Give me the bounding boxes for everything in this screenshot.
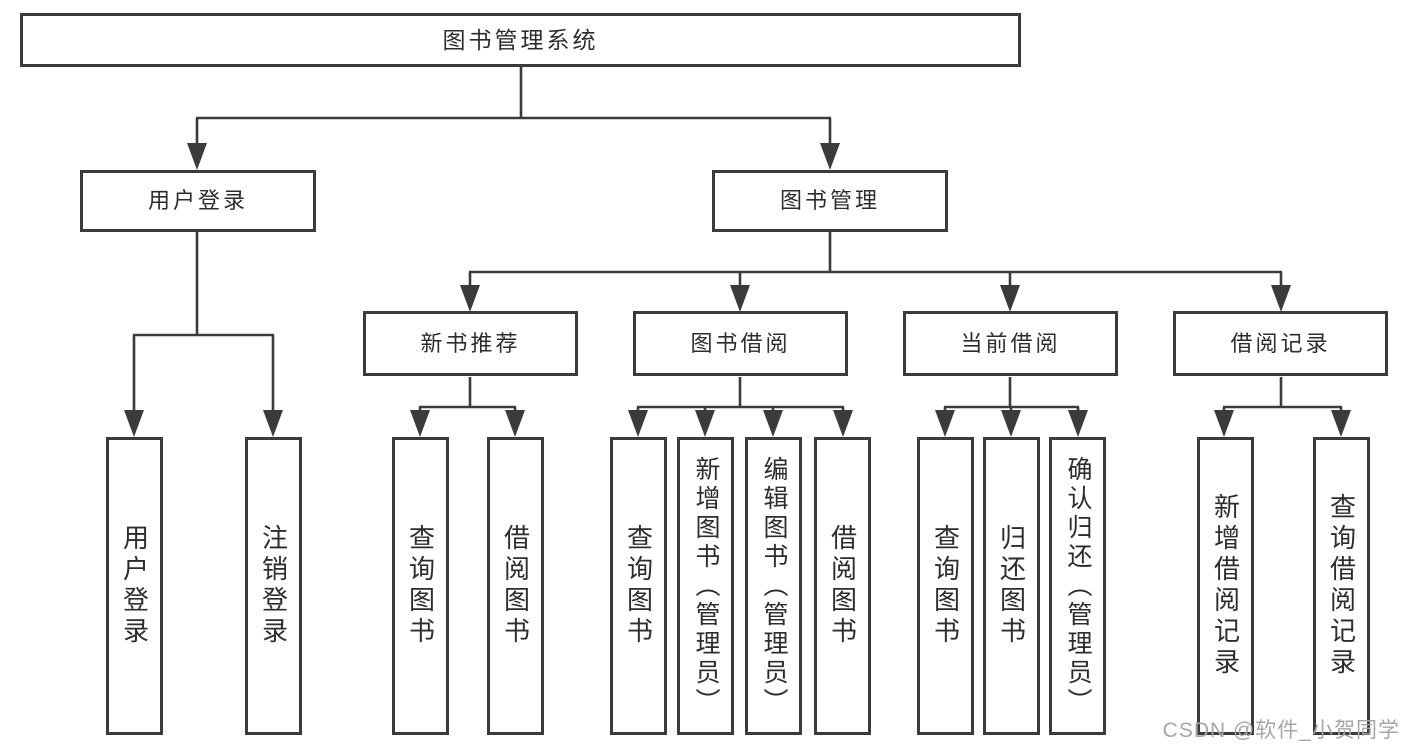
leaf-add-books-admin: 新增图书（管理员） [677, 437, 734, 735]
leaf-add-books-admin-label: 新增图书（管理员） [692, 455, 720, 717]
leaf-return-books: 归还图书 [983, 437, 1040, 735]
node-book-management: 图书管理 [712, 170, 948, 232]
leaf-recommend-query-books-label: 查询图书 [405, 524, 436, 648]
leaf-user-login-label: 用户登录 [119, 524, 150, 648]
leaf-borrow-books-label: 借阅图书 [827, 524, 858, 648]
leaf-current-query-books: 查询图书 [917, 437, 974, 735]
node-book-management-label: 图书管理 [779, 188, 880, 213]
leaf-current-query-books-label: 查询图书 [930, 524, 961, 648]
leaf-confirm-return-admin-label: 确认归还（管理员） [1064, 455, 1092, 717]
leaf-recommend-borrow-books-label: 借阅图书 [500, 524, 531, 648]
arrowheads [124, 143, 1351, 437]
node-book-borrow-label: 图书借阅 [690, 330, 791, 356]
leaf-logout: 注销登录 [245, 437, 302, 735]
leaf-add-borrow-record-label: 新增借阅记录 [1210, 493, 1241, 679]
node-borrow-records-label: 借阅记录 [1230, 330, 1331, 356]
node-new-book-recommend: 新书推荐 [363, 311, 578, 376]
leaf-query-borrow-record: 查询借阅记录 [1313, 437, 1370, 735]
leaf-return-books-label: 归还图书 [996, 524, 1027, 648]
node-new-book-recommend-label: 新书推荐 [420, 330, 521, 356]
leaf-recommend-query-books: 查询图书 [392, 437, 449, 735]
leaf-recommend-borrow-books: 借阅图书 [487, 437, 544, 735]
leaf-edit-books-admin-label: 编辑图书（管理员） [760, 455, 788, 717]
node-current-borrow-label: 当前借阅 [960, 330, 1061, 356]
leaf-query-borrow-record-label: 查询借阅记录 [1326, 493, 1357, 679]
node-user-login: 用户登录 [80, 170, 316, 232]
leaf-user-login: 用户登录 [106, 437, 163, 735]
node-borrow-records: 借阅记录 [1173, 311, 1388, 376]
node-library-management-system: 图书管理系统 [20, 13, 1021, 67]
csdn-watermark: CSDN @软件_小贺同学 [1162, 719, 1400, 742]
leaf-logout-label: 注销登录 [258, 524, 289, 648]
node-library-management-system-label: 图书管理系统 [442, 26, 599, 53]
leaf-borrow-query-books: 查询图书 [610, 437, 667, 735]
leaf-borrow-books: 借阅图书 [814, 437, 871, 735]
node-current-borrow: 当前借阅 [903, 311, 1118, 376]
leaf-borrow-query-books-label: 查询图书 [623, 524, 654, 648]
node-user-login-label: 用户登录 [147, 188, 248, 213]
leaf-confirm-return-admin: 确认归还（管理员） [1049, 437, 1106, 735]
leaf-edit-books-admin: 编辑图书（管理员） [745, 437, 802, 735]
leaf-add-borrow-record: 新增借阅记录 [1197, 437, 1254, 735]
node-book-borrow: 图书借阅 [633, 311, 848, 376]
